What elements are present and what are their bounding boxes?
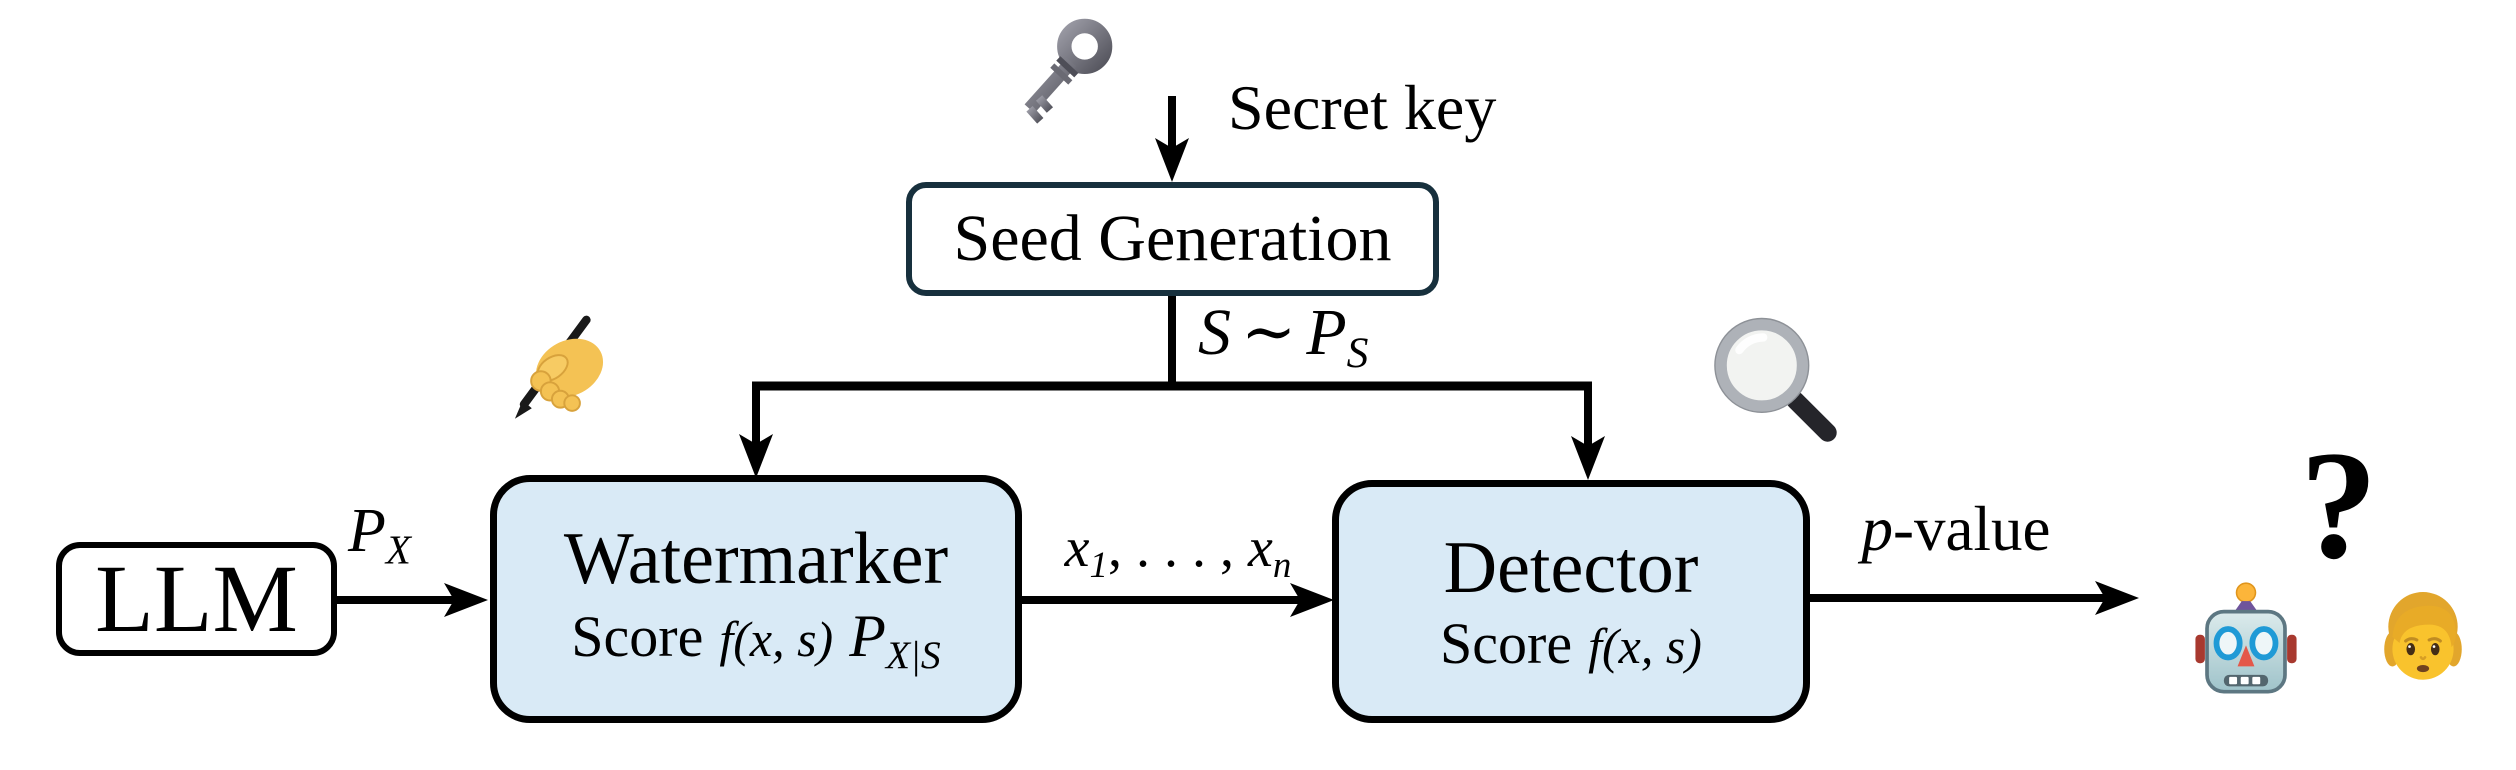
secret-key-label: Secret key <box>1228 72 1497 143</box>
llm-box: LLM <box>56 542 337 656</box>
px-base: P <box>348 497 386 565</box>
robot-face-icon <box>2195 582 2297 694</box>
seed-sample-label: S∼PS <box>1198 300 1368 376</box>
magnifying-glass-icon <box>1714 317 1837 442</box>
token-dots: , . . . , <box>1108 517 1248 579</box>
watermarker-score-line: Score f(x, s) PX|S <box>571 606 940 675</box>
old-key-icon <box>1024 18 1113 124</box>
seed-sample-operator: ∼ <box>1241 296 1297 369</box>
writing-hand-icon <box>514 315 604 419</box>
seed-sample-subscript: S <box>1346 329 1369 378</box>
token-x1-base: x <box>1064 517 1090 579</box>
detector-score-line: Score f(x, s) <box>1440 610 1702 676</box>
llm-box-label: LLM <box>95 545 298 652</box>
watermarker-to-detector-arrowhead <box>1290 583 1334 617</box>
detector-score-function: f(x, s) <box>1588 617 1702 674</box>
px-subscript: X <box>385 527 411 573</box>
token-x1-subscript: 1 <box>1089 544 1108 586</box>
person-face-icon <box>2384 592 2462 680</box>
detector-output-arrowhead <box>2095 581 2139 615</box>
seed-sample-base: S <box>1198 296 1231 369</box>
watermarker-score-function: f(x, s) <box>719 611 834 668</box>
token-sequence-label: x1, . . . , xn <box>1028 520 1328 584</box>
watermarker-box: Watermarker Score f(x, s) PX|S <box>490 475 1022 723</box>
watermarker-distribution-base: P <box>849 603 886 670</box>
question-mark: ? <box>2300 419 2378 591</box>
watermarker-distribution-subscript: X|S <box>885 633 941 678</box>
seed-generation-label: Seed Generation <box>953 202 1392 275</box>
p-value-rest: -value <box>1893 494 2051 564</box>
watermarker-score-word: Score <box>571 604 704 670</box>
branch-right-arrowhead <box>1571 436 1605 480</box>
secret-key-arrowhead <box>1155 138 1189 182</box>
branch-left-arrowhead <box>739 434 773 478</box>
seed-sample-dist: P <box>1306 296 1347 369</box>
px-label: PX <box>348 500 411 571</box>
detector-title: Detector <box>1443 526 1699 609</box>
token-xn-base: x <box>1248 517 1273 579</box>
watermarker-title: Watermarker <box>563 518 949 601</box>
p-value-italic-p: p <box>1861 494 1894 564</box>
detector-score-word: Score <box>1440 610 1573 676</box>
p-value-label: p-value <box>1836 498 2076 561</box>
watermarker-distribution: PX|S <box>849 606 941 675</box>
seed-generation-box: Seed Generation <box>906 182 1439 296</box>
detector-box: Detector Score f(x, s) <box>1332 480 1810 723</box>
token-xn-subscript: n <box>1272 544 1292 586</box>
llm-to-watermarker-arrowhead <box>444 583 488 617</box>
